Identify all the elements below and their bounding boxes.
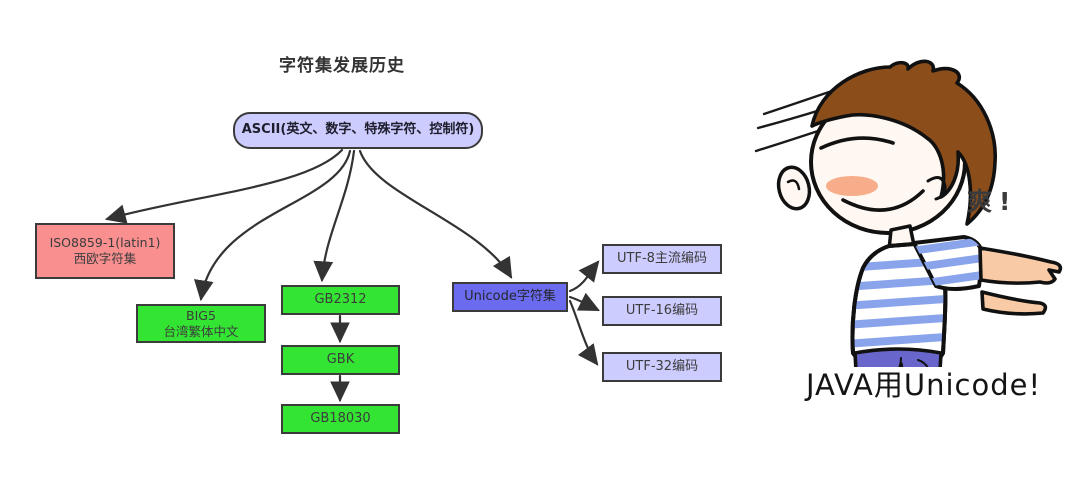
node-big5-line2: 台湾繁体中文 [163, 323, 239, 339]
arrow-unicode-to-utf32 [568, 299, 599, 366]
arrow-unicode-to-utf16 [568, 292, 600, 312]
node-iso8859-line1: ISO8859-1(latin1) [49, 235, 161, 251]
node-gb18030: GB18030 [281, 404, 400, 434]
node-iso8859: ISO8859-1(latin1) 西欧字符集 [35, 223, 175, 279]
node-gbk-label: GBK [326, 351, 355, 367]
node-gb18030-label: GB18030 [310, 410, 371, 426]
caption-text: JAVA用Unicode! [806, 368, 1042, 402]
arrow-unicode-to-utf8 [568, 260, 600, 293]
node-big5-line1: BIG5 [186, 307, 216, 323]
node-iso8859-line2: 西欧字符集 [73, 251, 137, 266]
node-utf16-label: UTF-16编码 [625, 302, 699, 318]
arm-upper [978, 246, 1063, 285]
closed-eye-icon [819, 136, 895, 150]
arrow-ascii-to-gb2312 [313, 149, 356, 283]
node-unicode-label: Unicode字符集 [464, 288, 556, 304]
node-gb2312-label: GB2312 [314, 291, 367, 307]
node-unicode: Unicode字符集 [452, 282, 568, 312]
smile [841, 189, 925, 212]
diagram-title: 字符集发展历史 [279, 56, 405, 76]
node-ascii-label: ASCII(英文、数字、特殊字符、控制符) [241, 122, 475, 138]
cartoon-boy-illustration [754, 59, 1063, 367]
exclaim-text: 爽! [967, 187, 1018, 216]
right-ear-line [926, 175, 947, 201]
node-utf8: UTF-8主流编码 [602, 244, 722, 274]
node-utf8-label: UTF-8主流编码 [617, 250, 707, 266]
node-utf32: UTF-32编码 [602, 352, 722, 382]
blush [826, 176, 878, 196]
inner-ear-line [786, 179, 801, 191]
ear-icon [776, 165, 812, 211]
node-utf32-label: UTF-32编码 [625, 358, 699, 374]
node-big5: BIG5 台湾繁体中文 [136, 304, 266, 343]
arrow-ascii-to-big5 [193, 149, 352, 302]
arm-lower [980, 290, 1048, 316]
node-gbk: GBK [281, 345, 400, 375]
node-utf16: UTF-16编码 [602, 296, 722, 326]
pants-crease [899, 357, 929, 367]
node-gb2312: GB2312 [281, 285, 400, 315]
node-ascii: ASCII(英文、数字、特殊字符、控制符) [233, 112, 483, 149]
hair [810, 59, 997, 226]
arrow-ascii-to-unicode [358, 149, 513, 279]
arrow-ascii-to-iso [104, 148, 344, 224]
